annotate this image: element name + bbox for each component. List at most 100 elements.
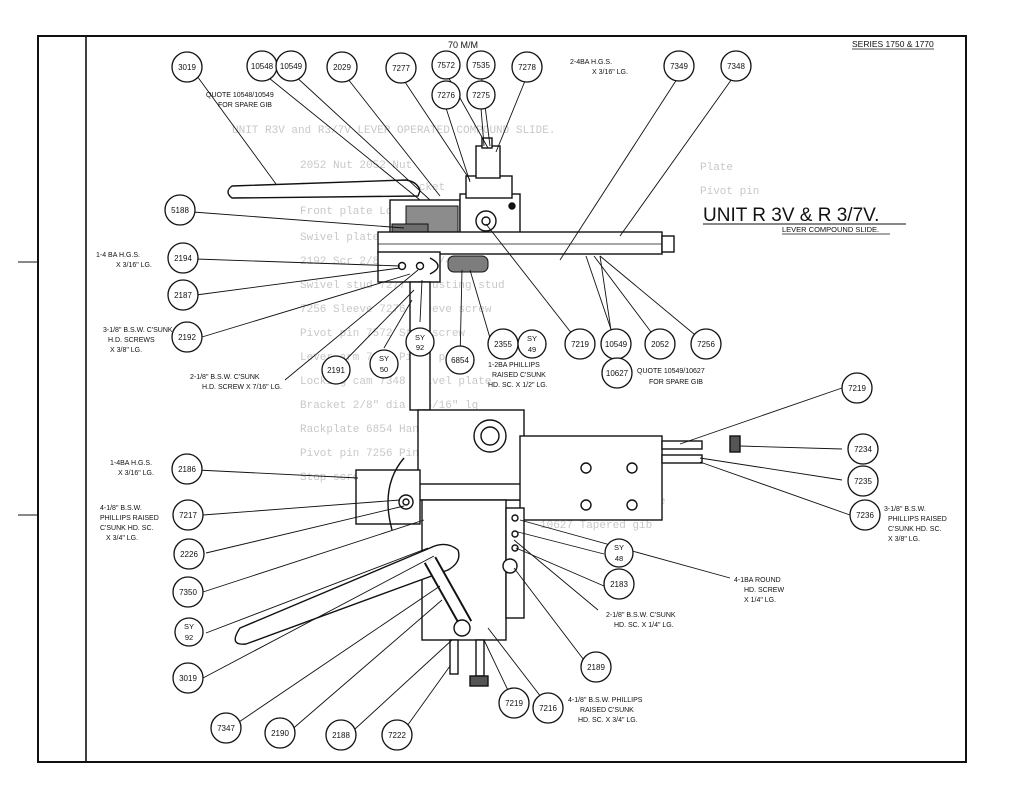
svg-text:48: 48 xyxy=(615,554,623,563)
svg-text:UNIT R3V and R3/7V LEVER OPERA: UNIT R3V and R3/7V LEVER OPERATED COMPOU… xyxy=(232,125,555,137)
callout-10549a: 10549 xyxy=(275,50,307,82)
callout-2188: 2188 xyxy=(325,719,357,751)
callout-7216: 7216 xyxy=(532,692,564,724)
svg-text:10549: 10549 xyxy=(605,340,628,349)
svg-text:HD. SC. X 1/2" LG.: HD. SC. X 1/2" LG. xyxy=(488,382,548,389)
svg-text:10548: 10548 xyxy=(251,62,274,71)
svg-text:50: 50 xyxy=(380,365,388,374)
svg-text:2189: 2189 xyxy=(587,663,605,672)
series-label: SERIES 1750 & 1770 xyxy=(852,39,934,49)
svg-text:Rackplate 6854 Handle: Rackplate 6854 Handle xyxy=(300,424,439,436)
callout-7235: 7235 xyxy=(847,465,879,497)
svg-text:X 3/4" LG.: X 3/4" LG. xyxy=(106,535,138,542)
note-bsw-4-raised-bottom: 4-1/8" B.S.W. PHILLIPS RAISED C'SUNK HD.… xyxy=(568,697,643,724)
callout-2186: 2186 xyxy=(171,453,203,485)
svg-text:2190: 2190 xyxy=(271,729,289,738)
svg-text:7276: 7276 xyxy=(437,91,455,100)
svg-text:HD. SCREW: HD. SCREW xyxy=(744,587,784,594)
svg-text:X 1/4" LG.: X 1/4" LG. xyxy=(744,597,776,604)
callout-2355: 2355 xyxy=(487,328,519,360)
svg-text:7216: 7216 xyxy=(539,704,557,713)
callout-7275: 7275 xyxy=(466,80,496,110)
svg-text:4-1/8" B.S.W.: 4-1/8" B.S.W. xyxy=(100,505,142,512)
svg-text:SY: SY xyxy=(415,333,425,342)
callout-2192: 2192 xyxy=(171,321,203,353)
callout-7217: 7217 xyxy=(172,499,204,531)
svg-text:10549: 10549 xyxy=(280,62,303,71)
svg-text:4-1/8" B.S.W. PHILLIPS: 4-1/8" B.S.W. PHILLIPS xyxy=(568,697,643,704)
svg-text:H.D. SCREW X 7/16" LG.: H.D. SCREW X 7/16" LG. xyxy=(202,384,282,391)
note-bsw-3-left: 3-1/8" B.S.W. C'SUNK H.D. SCREWS X 3/8" … xyxy=(103,327,173,354)
svg-text:2187: 2187 xyxy=(174,291,192,300)
svg-text:7217: 7217 xyxy=(179,511,197,520)
svg-text:10627: 10627 xyxy=(606,369,629,378)
drawing-title: UNIT R 3V & R 3/7V. xyxy=(703,205,879,226)
callout-balloons: 3019 10548 10549 2029 7277 7572 7535 727… xyxy=(164,50,881,751)
svg-text:1-4 BA H.G.S.: 1-4 BA H.G.S. xyxy=(96,252,140,259)
callout-2194: 2194 xyxy=(167,242,199,274)
note-round-1ba: 4-1BA ROUND HD. SCREW X 1/4" LG. xyxy=(734,577,784,604)
svg-text:2226: 2226 xyxy=(180,550,198,559)
svg-text:7348: 7348 xyxy=(727,62,745,71)
svg-text:7234: 7234 xyxy=(854,445,872,454)
svg-text:FOR SPARE GIB: FOR SPARE GIB xyxy=(218,102,272,109)
svg-text:7236: 7236 xyxy=(856,511,874,520)
dimension-label: 70 M/M xyxy=(448,40,478,50)
callout-7348: 7348 xyxy=(720,50,752,82)
svg-text:QUOTE 10549/10627: QUOTE 10549/10627 xyxy=(637,368,705,375)
svg-text:49: 49 xyxy=(528,345,536,354)
svg-text:2-4BA H.G.S.: 2-4BA H.G.S. xyxy=(570,59,612,66)
svg-text:2052: 2052 xyxy=(651,340,669,349)
note-bsw-3-raised-right: 3-1/8" B.S.W. PHILLIPS RAISED C'SUNK HD.… xyxy=(884,506,947,543)
svg-text:SY: SY xyxy=(184,622,194,631)
callout-7278: 7278 xyxy=(511,51,543,83)
note-phillips-2ba: 1-2BA PHILLIPS RAISED C'SUNK HD. SC. X 1… xyxy=(488,362,548,389)
svg-text:X 3/16" LG.: X 3/16" LG. xyxy=(116,262,152,269)
svg-text:2052 Nut 2052 Nut: 2052 Nut 2052 Nut xyxy=(300,160,412,172)
svg-text:2355: 2355 xyxy=(494,340,512,349)
callout-10549b: 10549 xyxy=(600,328,632,360)
callout-3019b: 3019 xyxy=(172,662,204,694)
svg-text:2192: 2192 xyxy=(178,333,196,342)
svg-text:10627 Tapered gib: 10627 Tapered gib xyxy=(540,520,652,532)
svg-text:2-1/8" B.S.W. C'SUNK: 2-1/8" B.S.W. C'SUNK xyxy=(190,374,260,381)
svg-text:2-1/8" B.S.W. C'SUNK: 2-1/8" B.S.W. C'SUNK xyxy=(606,612,676,619)
callout-2190: 2190 xyxy=(264,717,296,749)
callout-7219a: 7219 xyxy=(564,328,596,360)
svg-text:7275: 7275 xyxy=(472,91,490,100)
svg-text:Pivot pin: Pivot pin xyxy=(700,186,759,198)
callout-7350: 7350 xyxy=(172,576,204,608)
callout-6854: 6854 xyxy=(445,345,475,375)
note-bsw-2-csunk: 2-1/8" B.S.W. C'SUNK HD. SC. X 1/4" LG. xyxy=(606,612,676,629)
svg-text:6854: 6854 xyxy=(451,356,469,365)
callout-2029: 2029 xyxy=(326,51,358,83)
svg-text:FOR SPARE GIB: FOR SPARE GIB xyxy=(649,379,703,386)
svg-text:7222: 7222 xyxy=(388,731,406,740)
svg-text:Plate: Plate xyxy=(700,162,733,174)
svg-text:Bracket 2/8" dia x 5/16" lg: Bracket 2/8" dia x 5/16" lg xyxy=(300,400,478,412)
note-hgs-4ba-mid: 1-4BA H.G.S. X 3/16" LG. xyxy=(110,460,154,477)
svg-text:Swivel stud 7277 Adjusting st: Swivel stud 7277 Adjusting stud xyxy=(300,280,505,292)
svg-text:C'SUNK HD. SC.: C'SUNK HD. SC. xyxy=(100,525,154,532)
svg-text:C'SUNK HD. SC.: C'SUNK HD. SC. xyxy=(888,526,942,533)
callout-2226: 2226 xyxy=(173,538,205,570)
svg-text:HD. SC. X 1/4" LG.: HD. SC. X 1/4" LG. xyxy=(614,622,674,629)
svg-text:5188: 5188 xyxy=(171,206,189,215)
callout-7222: 7222 xyxy=(381,719,413,751)
svg-text:7535: 7535 xyxy=(472,61,490,70)
callout-7219c: 7219 xyxy=(841,372,873,404)
drawing-subtitle: LEVER COMPOUND SLIDE. xyxy=(782,225,879,234)
note-bsw-2-left: 2-1/8" B.S.W. C'SUNK H.D. SCREW X 7/16" … xyxy=(190,374,282,391)
svg-text:SY: SY xyxy=(614,543,624,552)
callout-7234: 7234 xyxy=(847,433,879,465)
callout-7349: 7349 xyxy=(663,50,695,82)
svg-text:X 3/8" LG.: X 3/8" LG. xyxy=(888,536,920,543)
svg-text:Pivot pin 7572 Stop screw: Pivot pin 7572 Stop screw xyxy=(300,328,465,340)
callout-3019a: 3019 xyxy=(171,51,203,83)
callout-10548: 10548 xyxy=(246,50,278,82)
svg-text:X 3/16" LG.: X 3/16" LG. xyxy=(592,69,628,76)
svg-text:7219: 7219 xyxy=(571,340,589,349)
